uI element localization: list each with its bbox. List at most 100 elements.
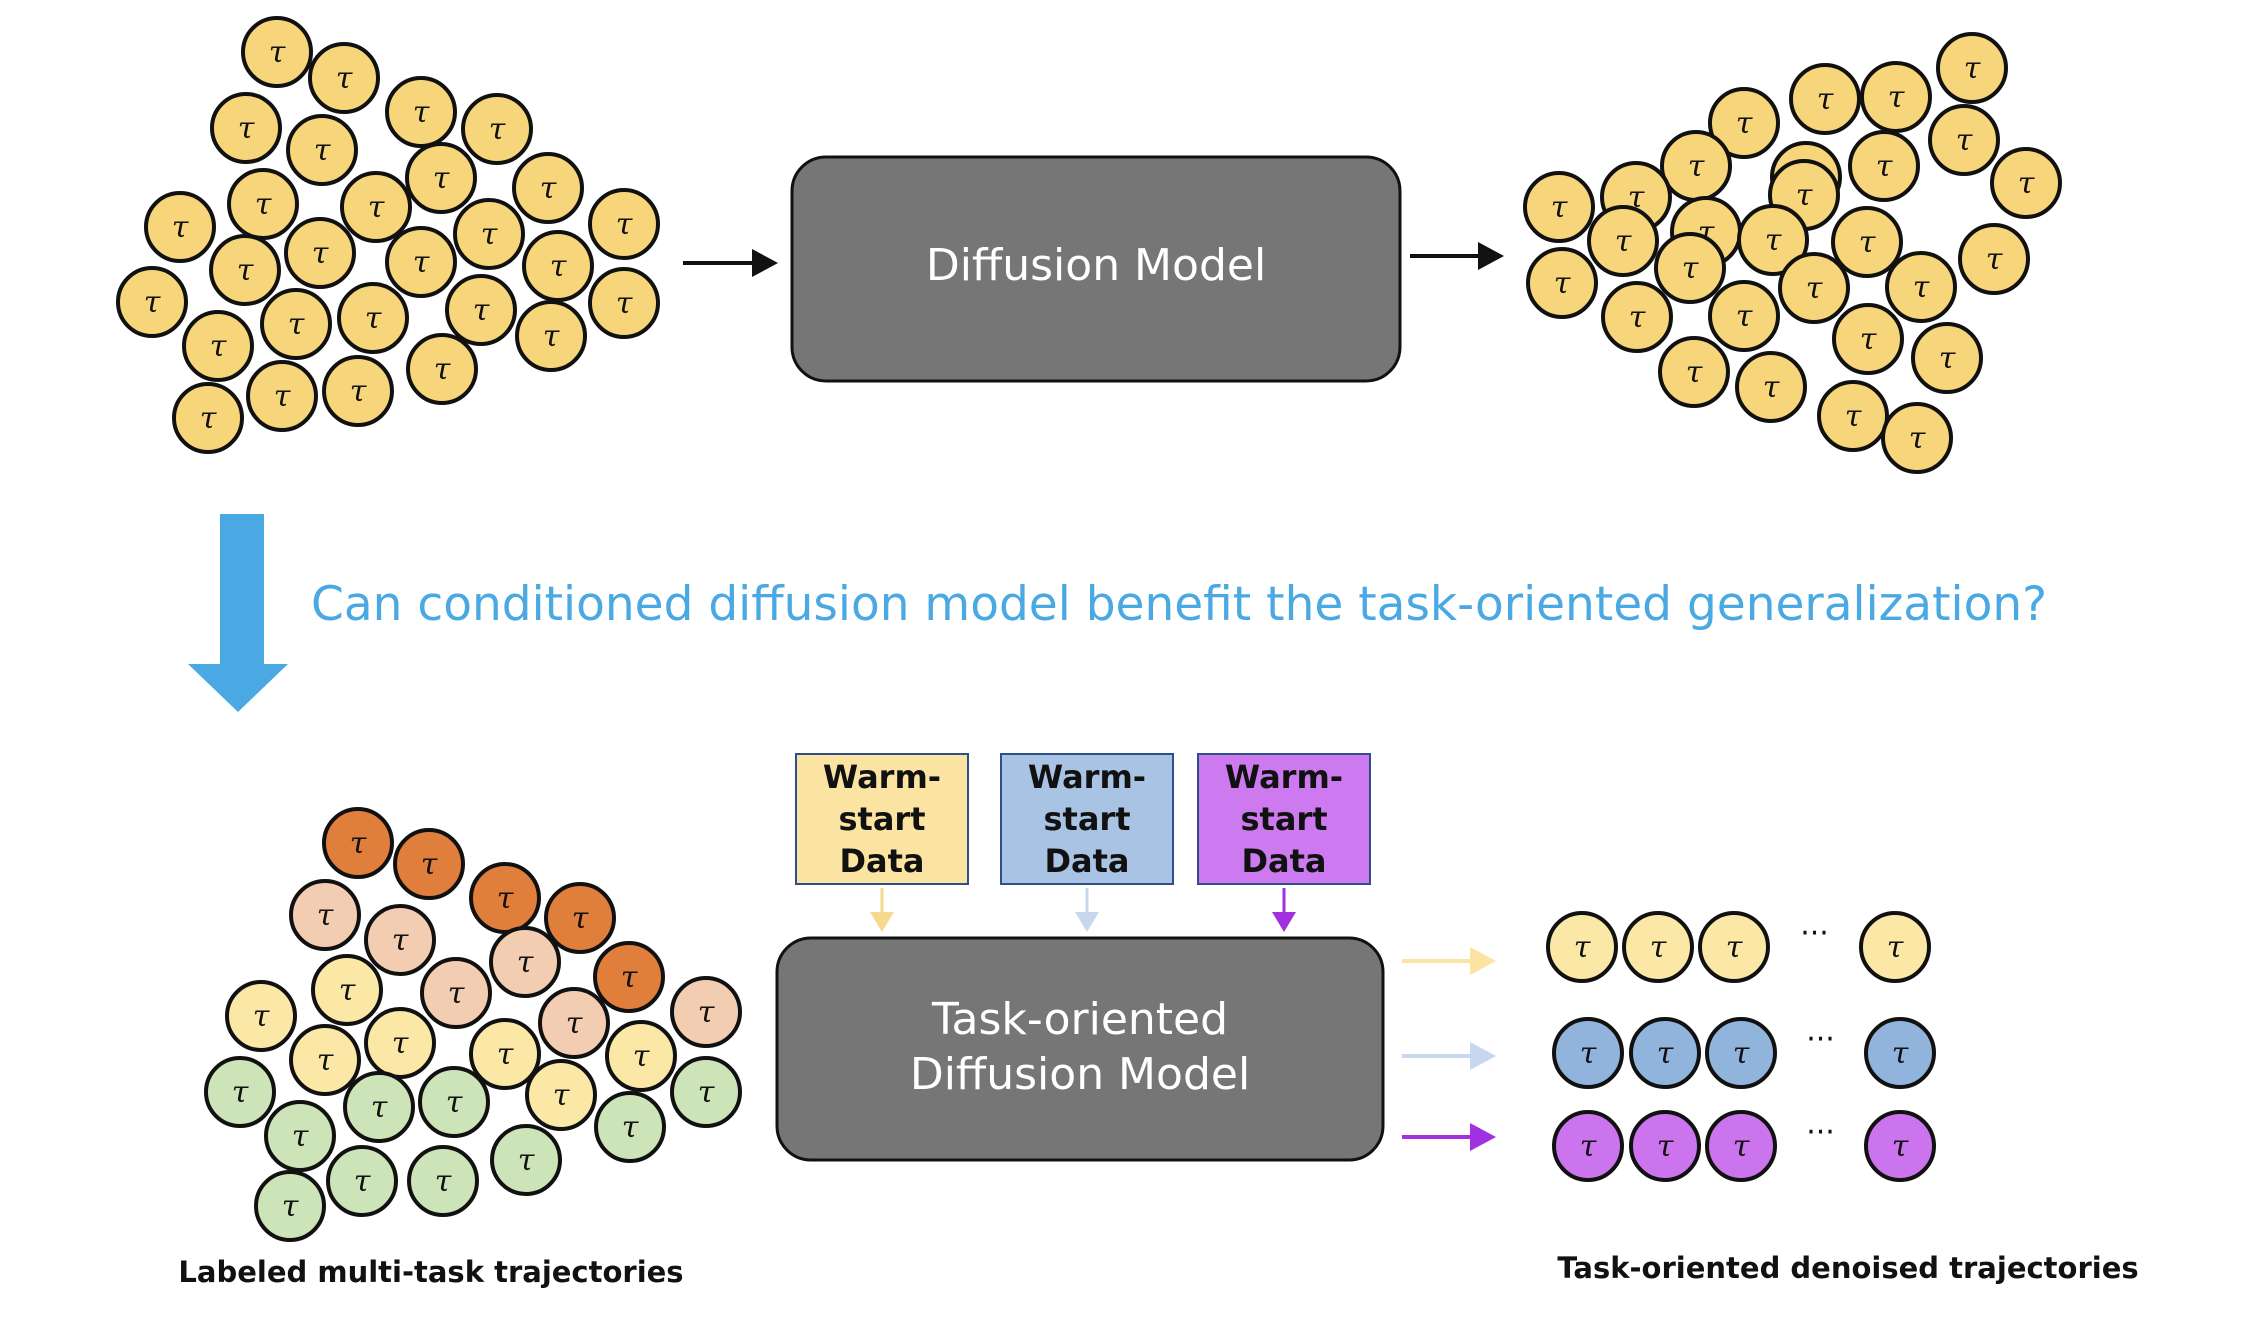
trajectory-node: τ: [210, 92, 282, 164]
trajectory-node: τ: [1708, 280, 1780, 352]
labeled-trajectory-node: τ: [289, 1024, 361, 1096]
diffusion-model-label: Diffusion Model: [926, 240, 1266, 291]
arrow-from-diffusion-model: [1410, 242, 1504, 270]
labeled-trajectory-node: τ: [544, 882, 616, 954]
warm-start-label: start: [1043, 800, 1130, 838]
trajectory-symbol: τ: [1892, 1036, 1909, 1071]
trajectory-symbol: τ: [1580, 1036, 1597, 1071]
trajectory-node: τ: [1911, 322, 1983, 394]
caption-denoised-trajectories: Task-oriented denoised trajectories: [1557, 1251, 2138, 1285]
labeled-trajectory-node: τ: [538, 987, 610, 1059]
labeled-trajectory-node: τ: [264, 1100, 336, 1172]
trajectory-symbol: τ: [371, 1090, 388, 1125]
trajectory-node: τ: [1708, 87, 1780, 159]
trajectory-symbol: τ: [339, 973, 356, 1008]
trajectory-symbol: τ: [144, 285, 161, 320]
trajectory-node: τ: [182, 310, 254, 382]
task-oriented-model-box: Task-oriented Diffusion Model: [775, 936, 1385, 1162]
trajectory-symbol: τ: [232, 1075, 249, 1110]
trajectory-symbol: τ: [413, 95, 430, 130]
trajectory-node: τ: [337, 282, 409, 354]
trajectory-node: τ: [461, 93, 533, 165]
trajectory-node: τ: [1737, 204, 1809, 276]
output-trajectory-node: τ: [1705, 1110, 1777, 1182]
trajectory-node: τ: [1848, 130, 1920, 202]
trajectory-symbol: τ: [421, 847, 438, 882]
trajectory-symbol: τ: [282, 1189, 299, 1224]
trajectory-symbol: τ: [1956, 123, 1973, 158]
trajectory-symbol: τ: [336, 61, 353, 96]
trajectory-symbol: τ: [1887, 930, 1904, 965]
trajectory-symbol: τ: [1682, 251, 1699, 286]
trajectory-symbol: τ: [1860, 322, 1877, 357]
trajectory-symbol: τ: [413, 245, 430, 280]
trajectory-symbol: τ: [237, 253, 254, 288]
trajectory-symbol: τ: [698, 995, 715, 1030]
trajectory-symbol: τ: [269, 35, 286, 70]
trajectory-node: τ: [405, 142, 477, 214]
trajectory-node: τ: [1936, 32, 2008, 104]
labeled-trajectory-node: τ: [407, 1145, 479, 1217]
trajectory-symbol: τ: [1551, 190, 1568, 225]
caption-labeled-trajectories: Labeled multi-task trajectories: [178, 1255, 683, 1289]
trajectory-node: τ: [1817, 380, 1889, 452]
trajectory-symbol: τ: [1629, 300, 1646, 335]
trajectory-symbol: τ: [622, 1110, 639, 1145]
labeled-trajectory-node: τ: [489, 926, 561, 998]
trajectory-symbol: τ: [350, 374, 367, 409]
output-trajectory-node: τ: [1629, 1110, 1701, 1182]
trajectory-node: τ: [1958, 223, 2030, 295]
trajectory-node: τ: [1660, 130, 1732, 202]
trajectory-node: τ: [1778, 252, 1850, 324]
trajectory-symbol: τ: [1888, 80, 1905, 115]
labeled-trajectory-node: τ: [594, 1091, 666, 1163]
trajectory-symbol: τ: [1765, 223, 1782, 258]
labeled-trajectory-node: τ: [593, 941, 665, 1013]
labeled-trajectory-node: τ: [225, 980, 297, 1052]
trajectory-symbol: τ: [365, 301, 382, 336]
trajectory-symbol: τ: [317, 898, 334, 933]
ellipsis: ···: [1800, 916, 1829, 951]
trajectory-node: τ: [1881, 402, 1953, 474]
ellipsis: ···: [1806, 1115, 1835, 1150]
labeled-trajectory-node: τ: [469, 1018, 541, 1090]
trajectory-node: τ: [227, 168, 299, 240]
labeled-trajectory-node: τ: [326, 1145, 398, 1217]
trajectory-symbol: τ: [1574, 930, 1591, 965]
trajectory-node: τ: [385, 226, 457, 298]
trajectory-node: τ: [1885, 251, 1957, 323]
trajectory-symbol: τ: [1806, 271, 1823, 306]
trajectory-node: τ: [1658, 336, 1730, 408]
labeled-trajectory-node: τ: [469, 862, 541, 934]
output-trajectory-node: τ: [1622, 911, 1694, 983]
trajectory-symbol: τ: [314, 133, 331, 168]
trajectory-symbol: τ: [1763, 370, 1780, 405]
ellipsis: ···: [1806, 1022, 1835, 1057]
trajectory-node: τ: [322, 355, 394, 427]
trajectory-symbol: τ: [448, 976, 465, 1011]
trajectory-symbol: τ: [1909, 421, 1926, 456]
labeled-trajectory-node: τ: [322, 807, 394, 879]
trajectory-node: τ: [1789, 63, 1861, 135]
trajectory-node: τ: [340, 171, 412, 243]
trajectory-symbol: τ: [566, 1006, 583, 1041]
labeled-trajectory-node: τ: [393, 828, 465, 900]
trajectory-symbol: τ: [312, 236, 329, 271]
trajectory-symbol: τ: [317, 1043, 334, 1078]
labeled-trajectory-node: τ: [364, 1007, 436, 1079]
trajectory-symbol: τ: [1892, 1129, 1909, 1164]
labeled-trajectory-node: τ: [418, 1066, 490, 1138]
labeled-trajectory-node: τ: [605, 1020, 677, 1092]
output-trajectory-node: τ: [1864, 1110, 1936, 1182]
trajectory-symbol: τ: [1876, 149, 1893, 184]
warm-start-label: Warm-: [1225, 758, 1343, 796]
trajectory-symbol: τ: [253, 999, 270, 1034]
trajectory-symbol: τ: [572, 901, 589, 936]
arrow-purple-output: [1402, 1123, 1496, 1151]
